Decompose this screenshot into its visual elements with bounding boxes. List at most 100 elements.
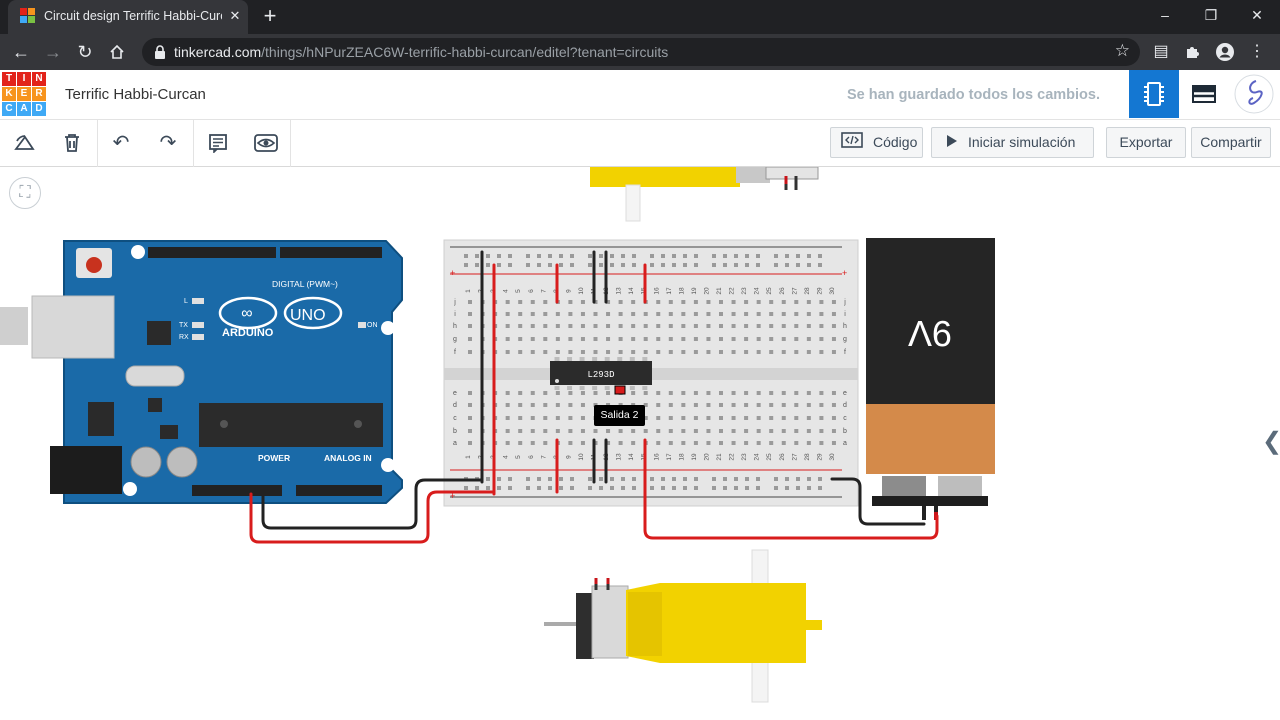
breadboard-column-number: 4 [503, 455, 510, 459]
workplane-canvas[interactable]: ∞ ARDUINO UNO DIGITAL (PWM~) POWER ANALO… [0, 167, 1280, 720]
l293d-chip[interactable]: L293D [550, 357, 652, 395]
breadboard-column-number: 14 [628, 453, 635, 461]
chip-pin [554, 386, 560, 390]
new-tab-button[interactable]: + [263, 3, 277, 28]
export-button[interactable]: Exportar [1106, 127, 1186, 158]
breadboard-column-number: 21 [716, 287, 723, 295]
battery-9v[interactable]: 9V [866, 238, 995, 520]
side-panel-toggle-chevron-icon[interactable]: ❮ [1262, 422, 1280, 462]
breadboard-column-number: 16 [653, 453, 660, 461]
tab-close-icon[interactable]: ✕ [229, 8, 241, 23]
breadboard-row-label: g [453, 336, 457, 343]
breadboard-column-number: 20 [703, 453, 710, 461]
tinkercad-favicon-icon [20, 8, 36, 24]
code-button[interactable]: Código [830, 127, 923, 158]
reload-icon[interactable]: ↻ [77, 42, 93, 62]
address-bar[interactable]: tinkercad.com/things/hNPurZEAC6W-terrifi… [142, 38, 1140, 66]
svg-text:∞: ∞ [241, 305, 252, 322]
notes-visibility-eye-icon[interactable] [250, 128, 282, 158]
breadboard-column-number: 20 [703, 287, 710, 295]
design-title[interactable]: Terrific Habbi-Curcan [65, 86, 206, 103]
code-label: Código [873, 134, 918, 150]
dc-motor-top[interactable] [590, 167, 819, 222]
browser-tab-strip: Circuit design Terrific Habbi-Curcan ✕ +… [0, 0, 1280, 34]
delete-trash-icon[interactable] [56, 128, 88, 158]
svg-text:+: + [842, 268, 847, 278]
breadboard-column-number: 5 [515, 289, 522, 293]
breadboard-column-number: 9 [565, 289, 572, 293]
chip-pin [554, 357, 560, 361]
url-text: tinkercad.com/things/hNPurZEAC6W-terrifi… [174, 44, 669, 60]
breadboard-column-number: 30 [829, 453, 836, 461]
chip-pin [592, 357, 598, 361]
home-icon[interactable] [102, 37, 132, 67]
chip-pin [579, 357, 585, 361]
wires[interactable] [249, 250, 939, 544]
circuit-view-button[interactable] [1129, 70, 1179, 118]
breadboard-holes [464, 254, 836, 490]
back-arrow-icon[interactable]: ← [12, 42, 30, 62]
breadboard-column-number: 29 [816, 453, 823, 461]
rotate-icon[interactable] [9, 128, 41, 158]
minimize-button[interactable]: – [1161, 7, 1169, 23]
component-list-button[interactable] [1179, 70, 1229, 118]
cast-icon[interactable]: ▤ [1153, 43, 1169, 60]
user-avatar[interactable] [1229, 70, 1279, 118]
breadboard-column-number: 24 [754, 453, 761, 461]
redo-icon[interactable]: ↷ [159, 132, 177, 154]
chip-pin [629, 357, 635, 361]
browser-menu-icon[interactable]: ⋮ [1249, 43, 1265, 60]
breadboard-column-number: 5 [515, 455, 522, 459]
chip-pin [604, 386, 610, 390]
profile-avatar-icon[interactable] [1212, 39, 1238, 65]
breadboard-column-number: 10 [578, 287, 585, 295]
breadboard-column-number: 19 [691, 453, 698, 461]
svg-text:L: L [184, 298, 188, 305]
breadboard-column-number: 22 [729, 287, 736, 295]
battery-label: 9V [908, 313, 952, 354]
breadboard-row-label: f [844, 349, 846, 356]
svg-text:RX: RX [179, 334, 189, 341]
chip-pin [617, 357, 623, 361]
restore-button[interactable]: ❐ [1204, 7, 1218, 23]
breadboard-row-label: c [843, 415, 847, 422]
breadboard-column-number: 4 [503, 289, 510, 293]
close-window-button[interactable]: ✕ [1251, 7, 1263, 23]
breadboard-row-label: i [454, 311, 456, 318]
share-button[interactable]: Compartir [1191, 127, 1271, 158]
chip-pin [642, 386, 648, 390]
forward-arrow-icon[interactable]: → [44, 42, 62, 62]
extensions-puzzle-icon[interactable] [1180, 39, 1206, 65]
chip-pin [604, 357, 610, 361]
breadboard-column-number: 26 [779, 453, 786, 461]
tab-title: Circuit design Terrific Habbi-Curcan [44, 9, 222, 23]
chip-pin [579, 386, 585, 390]
breadboard-column-number: 23 [741, 287, 748, 295]
bookmark-star-icon[interactable]: ☆ [1114, 41, 1130, 60]
breadboard-column-number: 16 [653, 287, 660, 295]
breadboard-row-label: j [453, 299, 456, 306]
breadboard-row-label: j [843, 299, 846, 306]
start-simulation-button[interactable]: Iniciar simulación [931, 127, 1094, 158]
zoom-to-fit-button[interactable]: ⛶ [9, 177, 41, 209]
arduino-uno-board[interactable]: ∞ ARDUINO UNO DIGITAL (PWM~) POWER ANALO… [0, 240, 403, 504]
dc-motor-bottom[interactable] [544, 549, 822, 703]
breadboard-column-number: 27 [791, 453, 798, 461]
breadboard-column-number: 7 [540, 289, 547, 293]
chip-pin [629, 386, 635, 390]
notes-icon[interactable] [202, 128, 234, 158]
svg-text:DIGITAL (PWM~): DIGITAL (PWM~) [272, 279, 338, 289]
breadboard-column-number: 29 [816, 287, 823, 295]
undo-icon[interactable]: ↶ [112, 132, 130, 154]
breadboard-row-label: e [843, 390, 847, 397]
breadboard-column-number: 30 [829, 287, 836, 295]
breadboard-column-number: 24 [754, 287, 761, 295]
breadboard-row-label: i [844, 311, 846, 318]
breadboard-row-label: c [453, 415, 457, 422]
chip-pin [567, 357, 573, 361]
breadboard-column-number: 23 [741, 453, 748, 461]
browser-tab[interactable]: Circuit design Terrific Habbi-Curcan ✕ [8, 0, 248, 34]
breadboard-column-number: 9 [565, 455, 572, 459]
lock-icon [155, 45, 165, 59]
